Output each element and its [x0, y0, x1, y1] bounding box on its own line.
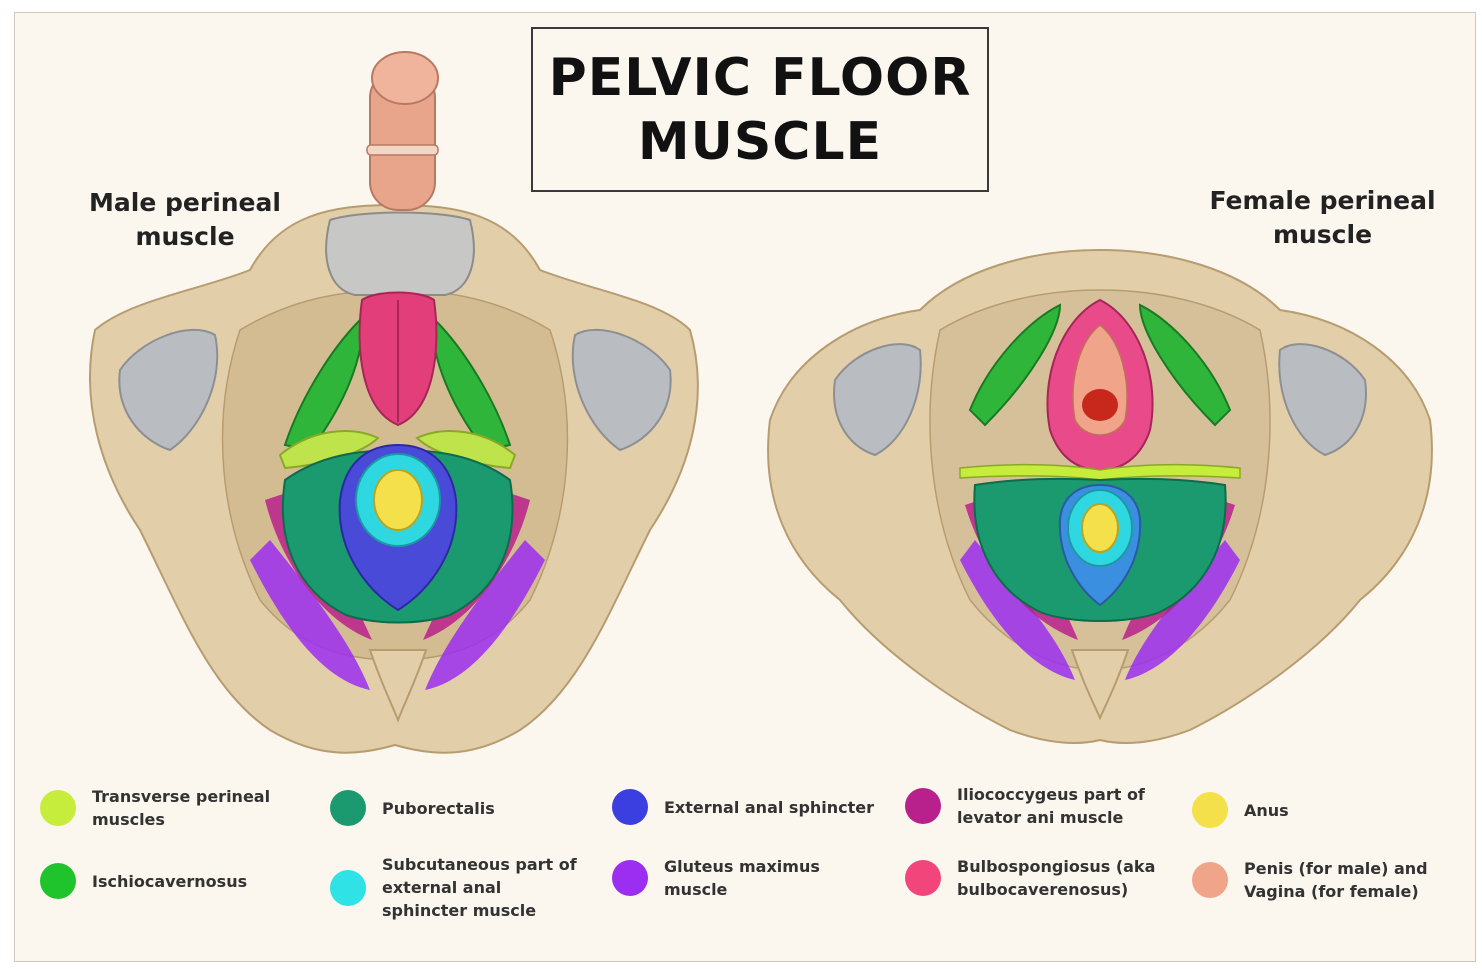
- legend-item-external-anal-sphincter: External anal sphincter: [612, 789, 874, 825]
- male-penis-glans: [372, 52, 438, 104]
- legend-swatch: [40, 863, 76, 899]
- legend-swatch: [330, 870, 366, 906]
- title-box: PELVIC FLOOR MUSCLE: [531, 27, 989, 192]
- male-label: Male perineal muscle: [70, 186, 300, 254]
- legend-swatch: [905, 788, 941, 824]
- female-label-line-1: Female perineal: [1190, 184, 1455, 218]
- legend-label-line: Ischiocavernosus: [92, 870, 247, 893]
- title-line-1: PELVIC FLOOR: [549, 46, 972, 110]
- legend-label-line: Vagina (for female): [1244, 880, 1428, 903]
- legend-label-line: Anus: [1244, 799, 1289, 822]
- legend-swatch: [40, 790, 76, 826]
- legend-item-bulbospongiosus: Bulbospongiosus (aka bulbocaverenosus): [905, 855, 1155, 901]
- legend-item-transverse-perineal: Transverse perineal muscles: [40, 785, 270, 831]
- male-label-line-2: muscle: [70, 220, 300, 254]
- legend-label-line: Transverse perineal: [92, 785, 270, 808]
- legend-swatch: [612, 789, 648, 825]
- legend-label-line: Bulbospongiosus (aka: [957, 855, 1155, 878]
- legend-item-puborectalis: Puborectalis: [330, 790, 495, 826]
- female-vaginal-opening: [1082, 389, 1118, 421]
- legend-label-line: levator ani muscle: [957, 806, 1145, 829]
- male-penis-ring: [367, 145, 438, 155]
- legend-item-ischiocavernosus: Ischiocavernosus: [40, 863, 247, 899]
- legend-label-line: Gluteus maximus: [664, 855, 820, 878]
- legend-item-gluteus-maximus: Gluteus maximus muscle: [612, 855, 820, 901]
- legend-label-line: Penis (for male) and: [1244, 857, 1428, 880]
- female-label: Female perineal muscle: [1190, 184, 1455, 252]
- legend-swatch: [330, 790, 366, 826]
- female-anus: [1082, 504, 1118, 552]
- legend-swatch: [1192, 862, 1228, 898]
- legend-label-line: Iliococcygeus part of: [957, 783, 1145, 806]
- legend-swatch: [1192, 792, 1228, 828]
- legend-label-line: Subcutaneous part of: [382, 853, 577, 876]
- legend-label-line: sphincter muscle: [382, 899, 577, 922]
- title-line-2: MUSCLE: [638, 110, 882, 174]
- male-anus: [374, 470, 422, 530]
- legend-label-line: External anal sphincter: [664, 796, 874, 819]
- legend-label-line: Puborectalis: [382, 797, 495, 820]
- legend-label-line: bulbocaverenosus): [957, 878, 1155, 901]
- female-label-line-2: muscle: [1190, 218, 1455, 252]
- legend-swatch: [612, 860, 648, 896]
- legend-item-subcutaneous-sphincter: Subcutaneous part of external anal sphin…: [330, 853, 577, 922]
- male-pubic-symphysis: [326, 213, 474, 296]
- legend-item-anus: Anus: [1192, 792, 1289, 828]
- legend-label-line: muscles: [92, 808, 270, 831]
- legend-item-iliococcygeus: Iliococcygeus part of levator ani muscle: [905, 783, 1145, 829]
- legend-swatch: [905, 860, 941, 896]
- male-label-line-1: Male perineal: [70, 186, 300, 220]
- legend-label-line: muscle: [664, 878, 820, 901]
- legend-item-penis-vagina: Penis (for male) and Vagina (for female): [1192, 857, 1428, 903]
- female-pelvis-illustration: [768, 250, 1432, 743]
- legend-label-line: external anal: [382, 876, 577, 899]
